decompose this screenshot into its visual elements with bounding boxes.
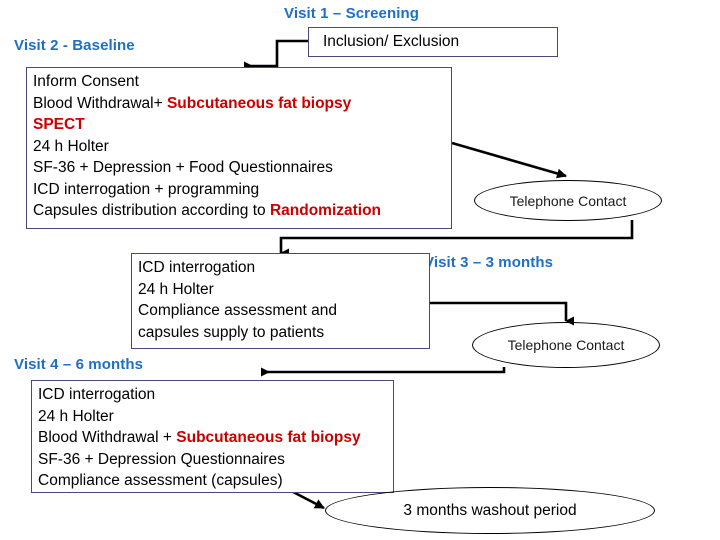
plain-text: SF-36 + Depression Questionnaires <box>38 450 285 468</box>
plain-text: Capsules distribution according to <box>33 202 270 219</box>
highlighted-text: Subcutaneous fat biopsy <box>176 429 361 446</box>
box-text-line: Compliance assessment (capsules) <box>38 470 393 492</box>
plain-text: ICD interrogation + programming <box>33 180 260 198</box>
telephone-contact-2-label: Telephone Contact <box>507 337 625 353</box>
plain-text: Inform Consent <box>33 73 139 90</box>
box-text-line: 24 h Holter <box>138 279 429 301</box>
box-text-line: Compliance assessment and <box>138 300 429 322</box>
connector-telephone-2-to-month6 <box>261 367 506 377</box>
plain-text: ICD interrogation <box>138 259 256 276</box>
plain-text: Compliance assessment and <box>138 302 338 319</box>
visit-4-label: Visit 4 – 6 months <box>14 356 144 373</box>
visit-3-label: Visit 3 – 3 months <box>424 254 554 271</box>
telephone-contact-1-label: Telephone Contact <box>509 192 627 209</box>
visit-2-label: Visit 2 - Baseline <box>14 37 135 54</box>
box-text-line: Blood Withdrawal+ Subcutaneous fat biops… <box>33 93 451 115</box>
telephone-contact-oval-2[interactable]: Telephone Contact <box>472 322 660 368</box>
plain-text: Blood Withdrawal + <box>38 429 177 446</box>
box-text-line: SPECT <box>33 114 451 136</box>
washout-period-label: 3 months washout period <box>403 501 577 519</box>
box-text-line: SF-36 + Depression + Food Questionnaires <box>33 157 451 179</box>
box-text-line: 24 h Holter <box>33 136 451 158</box>
plain-text: 24 h Holter <box>138 280 214 298</box>
box-text-line: Capsules distribution according to Rando… <box>33 200 451 222</box>
washout-period-oval[interactable]: 3 months washout period <box>325 487 655 534</box>
plain-text: Compliance assessment (capsules) <box>38 472 283 489</box>
plain-text: capsules supply to patients <box>138 323 325 341</box>
box-text-line: Inform Consent <box>33 71 451 93</box>
box-text-line: SF-36 + Depression Questionnaires <box>38 449 393 471</box>
plain-text: Blood Withdrawal+ <box>33 94 167 112</box>
box-text-line: 24 h Holter <box>38 406 393 428</box>
connector-baseline-to-telephone-1 <box>451 141 567 179</box>
visit-1-label: Visit 1 – Screening <box>284 5 420 22</box>
box-text-line: ICD interrogation <box>38 384 393 406</box>
screening-box[interactable]: Inclusion/ Exclusion <box>308 27 558 57</box>
highlighted-text: Subcutaneous fat biopsy <box>166 94 352 112</box>
plain-text: SF-36 + Depression + Food Questionnaires <box>33 159 333 176</box>
telephone-contact-oval-1[interactable]: Telephone Contact <box>474 180 662 221</box>
screening-box-text: Inclusion/ Exclusion <box>323 33 460 50</box>
box-text-line: ICD interrogation + programming <box>33 179 451 201</box>
highlighted-text: Randomization <box>269 202 382 219</box>
plain-text: 24 h Holter <box>38 407 114 425</box>
highlighted-text: SPECT <box>33 116 85 133</box>
box-text-line: ICD interrogation <box>138 257 429 279</box>
connector-screening-to-baseline <box>244 39 308 71</box>
connector-month3-to-telephone-2 <box>430 301 574 326</box>
box-text-line: capsules supply to patients <box>138 322 429 344</box>
box-text-line: Blood Withdrawal + Subcutaneous fat biop… <box>38 427 393 449</box>
plain-text: 24 h Holter <box>33 137 109 155</box>
plain-text: ICD interrogation <box>38 386 156 403</box>
